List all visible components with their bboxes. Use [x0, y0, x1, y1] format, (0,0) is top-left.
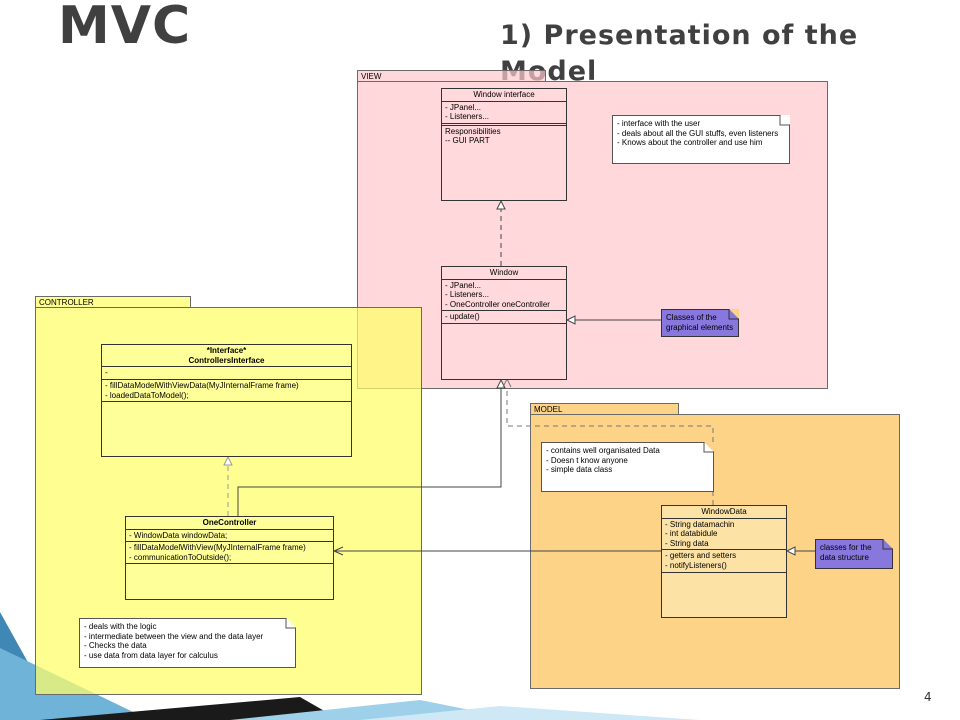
operation: - fillDataModelWithView(MyJInternalFrame… — [129, 543, 306, 553]
note-line: classes for the — [820, 543, 872, 552]
model-package-label: MODEL — [534, 405, 563, 414]
window-data-name: WindowData — [662, 506, 786, 519]
window-data-class[interactable]: WindowData - String datamachin - int dat… — [661, 505, 787, 618]
attribute: - JPanel... — [445, 280, 482, 290]
operation: - notifyListeners() — [665, 560, 727, 570]
controllers-interface-class[interactable]: *Interface* ControllersInterface - - fil… — [101, 344, 352, 457]
window-interface-class[interactable]: Window interface - JPanel... - Listeners… — [441, 88, 567, 201]
attribute: - — [105, 368, 108, 378]
controllers-interface-name: ControllersInterface — [188, 355, 265, 365]
slide-title: MVC — [58, 0, 192, 56]
note-line: data structure — [820, 552, 869, 562]
attribute: - WindowData windowData; — [129, 530, 228, 540]
attribute: - Listeners... — [445, 290, 490, 300]
attribute: - JPanel... — [445, 102, 482, 112]
graphical-elements-note: Classes of the graphical elements — [661, 309, 739, 337]
one-controller-class[interactable]: OneController - WindowData windowData; -… — [125, 516, 334, 600]
note-line: - simple data class — [546, 465, 613, 475]
model-note: - contains well organisated Data - Doesn… — [541, 442, 714, 492]
operation: - getters and setters — [665, 551, 737, 561]
attribute: - String data — [665, 538, 709, 548]
operation: - update() — [445, 312, 480, 322]
note-line: - deals about all the GUI stuffs, even l… — [617, 128, 779, 138]
operation: - loadedDataToModel(); — [105, 390, 189, 400]
window-interface-responsibilities: Responsibilities -- GUI PART — [442, 126, 566, 147]
attribute: - Listeners... — [445, 112, 490, 122]
controller-note: - deals with the logic - intermediate be… — [79, 618, 296, 668]
controllers-interface-header: *Interface* ControllersInterface — [102, 345, 351, 368]
note-line: - Doesn t know anyone — [546, 455, 628, 465]
attribute: - String datamachin — [665, 519, 735, 529]
note-line: - deals with the logic — [84, 622, 157, 631]
controllers-interface-attributes: - — [102, 367, 351, 381]
responsibility: -- GUI PART — [445, 136, 490, 146]
window-interface-attributes: - JPanel... - Listeners... — [442, 102, 566, 126]
window-class-name: Window — [442, 267, 566, 280]
window-operations: - update() — [442, 311, 566, 324]
window-data-attributes: - String datamachin - int databidule - S… — [662, 519, 786, 551]
note-line: graphical elements — [666, 322, 734, 332]
responsibility: Responsibilities — [445, 126, 501, 136]
one-controller-name: OneController — [126, 517, 333, 530]
view-package-label: VIEW — [361, 72, 382, 81]
note-line: - intermediate between the view and the … — [84, 631, 264, 641]
controllers-interface-operations: - fillDataModelWithViewData(MyJInternalF… — [102, 380, 351, 403]
note-line: - Checks the data — [84, 641, 147, 651]
window-interface-name: Window interface — [442, 89, 566, 102]
controller-package-label: CONTROLLER — [39, 298, 94, 307]
window-data-operations: - getters and setters - notifyListeners(… — [662, 550, 786, 573]
slide-subtitle: 1) Presentation of the Model — [500, 20, 859, 87]
slide-number: 4 — [924, 690, 932, 704]
one-controller-operations: - fillDataModelWithView(MyJInternalFrame… — [126, 542, 333, 565]
note-line: - Knows about the controller and use him — [617, 138, 763, 148]
operation: - fillDataModelWithViewData(MyJInternalF… — [105, 381, 299, 391]
note-line: - contains well organisated Data — [546, 446, 660, 455]
note-line: - interface with the user — [617, 119, 701, 128]
interface-stereotype: *Interface* — [206, 346, 247, 355]
window-attributes: - JPanel... - Listeners... - OneControll… — [442, 280, 566, 312]
attribute: - OneController oneController — [445, 299, 550, 309]
note-line: Classes of the — [666, 313, 717, 322]
attribute: - int databidule — [665, 529, 718, 539]
window-class[interactable]: Window - JPanel... - Listeners... - OneC… — [441, 266, 567, 380]
data-structure-note: classes for the data structure — [815, 539, 893, 569]
note-line: - use data from data layer for calculus — [84, 650, 218, 660]
operation: - communicationToOutside(); — [129, 552, 232, 562]
one-controller-attributes: - WindowData windowData; — [126, 530, 333, 543]
view-note: - interface with the user - deals about … — [612, 115, 790, 164]
